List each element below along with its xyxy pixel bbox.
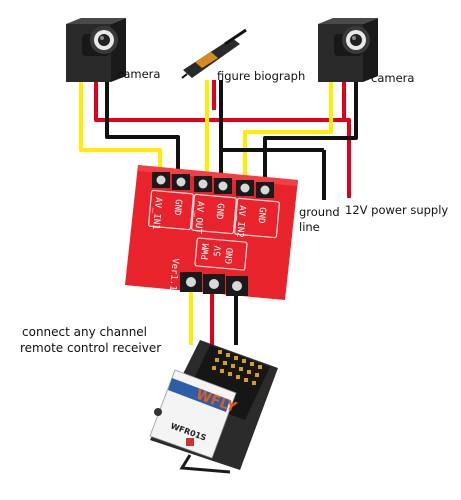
board-version: Ver1.1 (167, 258, 180, 291)
bottom-header-pins (180, 272, 248, 296)
pin-label-gnd-3: GND (256, 207, 267, 224)
top-header-pins (152, 172, 274, 198)
video-switch-board: AV_IN1 GND AV_OUT GND AV_IN2 GND PWM 5V … (125, 165, 298, 300)
remote-control-receiver: WFLY WFR01S (149, 340, 278, 474)
pin-label-gnd-bottom: GND (225, 247, 236, 264)
receiver-instruction-line1: connect any channel (22, 325, 148, 339)
pin-label-av-in2: AV_IN2 (234, 205, 247, 238)
left-camera-icon (66, 18, 126, 82)
pin-label-av-in1: AV_IN1 (150, 197, 163, 230)
pin-label-gnd-2: GND (214, 203, 225, 220)
right-camera-icon (318, 18, 378, 82)
pin-label-5v: 5V (213, 245, 224, 257)
right-camera-black-wire (263, 82, 358, 178)
receiver-antenna (179, 454, 231, 474)
ground-line-label-line1: ground (299, 205, 340, 219)
wires (79, 80, 358, 345)
left-camera-black-wire (105, 82, 180, 178)
right-camera-yellow-wire (243, 82, 333, 178)
transmitter-icon (181, 28, 247, 79)
pin-label-av-out: AV_OUT (192, 201, 205, 235)
pin-label-gnd-1: GND (172, 199, 183, 216)
left-camera-yellow-wire (79, 82, 162, 178)
power-supply-label: 12V power supply (345, 203, 449, 217)
board-body (125, 165, 298, 300)
figure-biograph-label: figure biograph (217, 69, 306, 83)
left-camera-label: camera (117, 67, 161, 81)
ground-line-label-line2: line (299, 220, 320, 234)
right-camera-label: camera (371, 71, 415, 85)
receiver-instruction-line2: remote control receiver (20, 341, 162, 355)
pin-label-pwm: PWM (201, 243, 212, 261)
